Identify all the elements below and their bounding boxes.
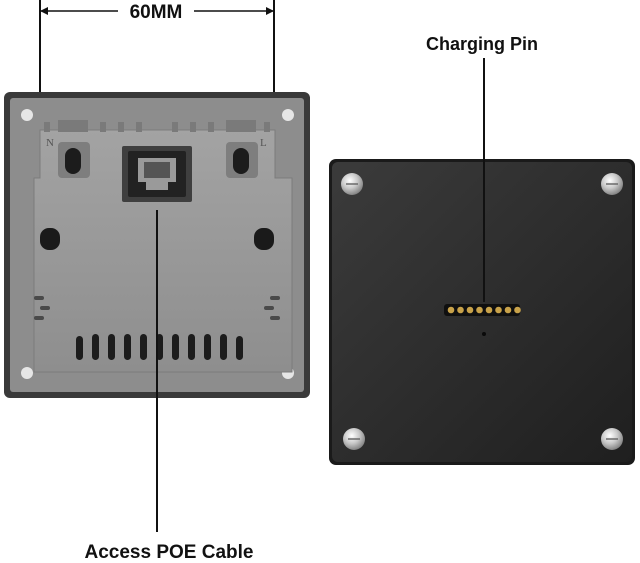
charging-pin bbox=[485, 306, 493, 314]
screw-top-right bbox=[601, 173, 623, 195]
access-cable-callout: Access POE Cable bbox=[85, 210, 254, 563]
screw-bottom-left bbox=[343, 428, 365, 450]
indicator-hole bbox=[482, 332, 486, 336]
terminal-mark-n: N bbox=[46, 137, 54, 149]
dimension-arrow-left bbox=[40, 7, 48, 15]
terminal-left bbox=[58, 142, 90, 178]
side-vents bbox=[34, 296, 280, 320]
corner-hole-top-left bbox=[21, 109, 33, 121]
charging-pin bbox=[495, 306, 502, 314]
access-cable-label: Access POE Cable bbox=[85, 542, 254, 563]
corner-hole-bottom-left bbox=[21, 367, 33, 379]
charging-pin bbox=[476, 306, 483, 314]
charging-pin-label: Charging Pin bbox=[426, 34, 538, 54]
charging-pin-row bbox=[444, 304, 521, 316]
terminal-right bbox=[226, 142, 258, 178]
dimension-label: 60MM bbox=[130, 2, 183, 23]
right-device bbox=[329, 159, 635, 465]
charging-pin bbox=[504, 306, 512, 314]
mount-slot-left bbox=[40, 228, 60, 250]
charging-pin bbox=[447, 306, 455, 314]
charging-pin-callout: Charging Pin bbox=[426, 34, 538, 302]
corner-hole-top-right bbox=[282, 109, 294, 121]
dimension-arrow-right bbox=[266, 7, 274, 15]
top-ribs bbox=[44, 120, 270, 132]
screw-bottom-right bbox=[601, 428, 623, 450]
screw-top-left bbox=[341, 173, 363, 195]
mount-slot-right bbox=[254, 228, 274, 250]
socket-housing bbox=[33, 129, 293, 373]
ethernet-port bbox=[122, 146, 192, 202]
charging-pin bbox=[466, 306, 474, 314]
charging-pin bbox=[514, 306, 521, 314]
charging-pin bbox=[457, 306, 464, 314]
terminal-mark-l: L bbox=[260, 137, 267, 149]
bottom-vents bbox=[76, 334, 243, 360]
